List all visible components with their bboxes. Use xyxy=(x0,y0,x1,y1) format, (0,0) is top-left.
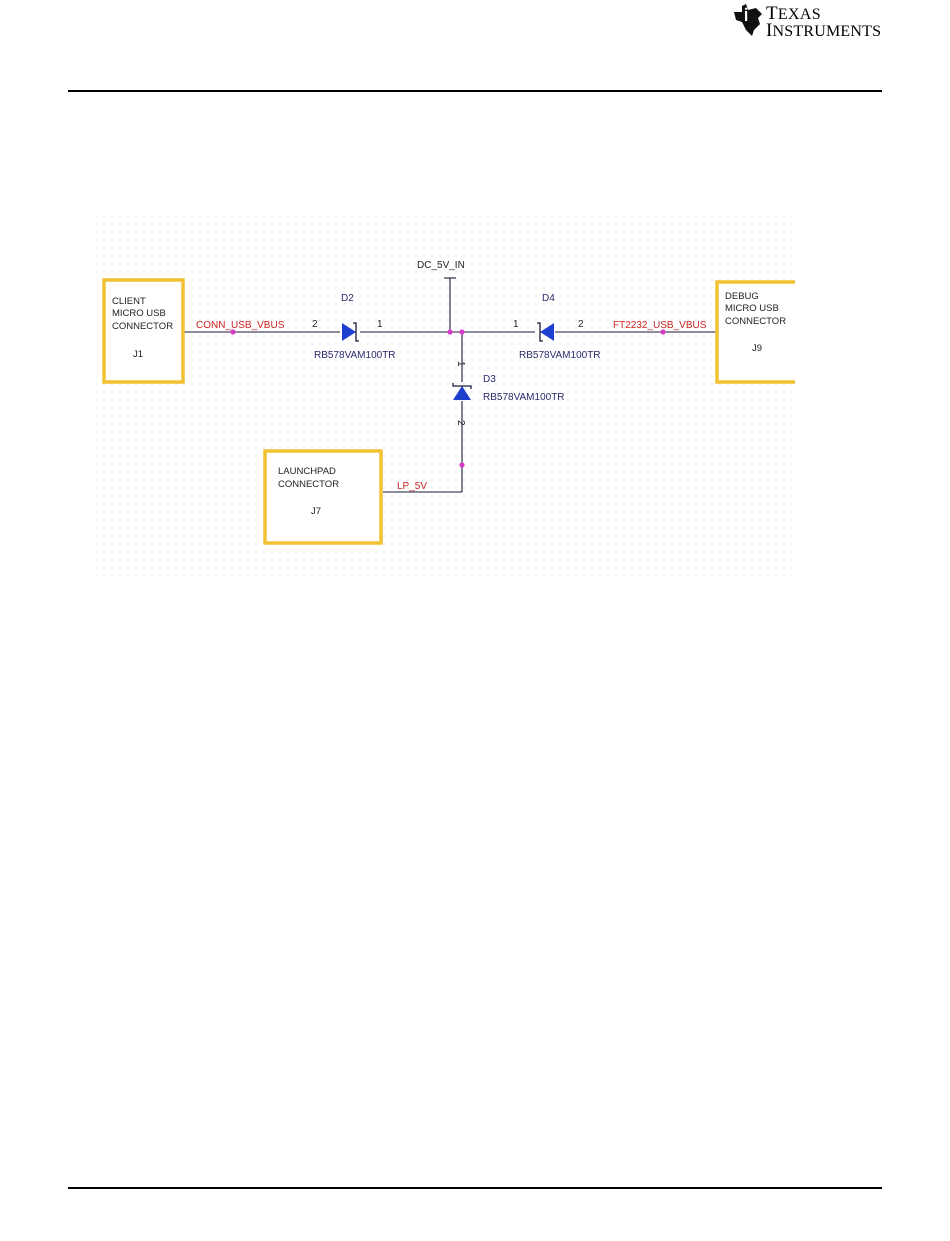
j9-label-line-2: MICRO USB xyxy=(725,303,779,314)
logo-line-1: TEXAS xyxy=(766,6,881,23)
d2-pin-cathode: 1 xyxy=(377,319,383,330)
d4-pin-anode: 2 xyxy=(578,319,584,330)
logo-line-2: INSTRUMENTS xyxy=(766,23,881,40)
j9-label-line-1: DEBUG xyxy=(725,291,759,302)
d2-pin-anode: 2 xyxy=(312,319,318,330)
junction-node-d3 xyxy=(459,329,464,334)
d3-pin-cathode: 1 xyxy=(455,361,466,367)
j9-label-line-3: CONNECTOR xyxy=(725,316,786,327)
connector-box-j7 xyxy=(265,451,381,543)
net-label-ft2232-usb-vbus: FT2232_USB_VBUS xyxy=(613,320,707,331)
d2-part: RB578VAM100TR xyxy=(314,350,396,361)
j7-label-line-1: LAUNCHPAD xyxy=(278,466,336,477)
j1-ref: J1 xyxy=(133,349,143,360)
j7-label-line-2: CONNECTOR xyxy=(278,479,339,490)
j1-label-line-2: MICRO USB xyxy=(112,308,166,319)
footer-rule xyxy=(68,1187,882,1189)
junction-dc-in xyxy=(447,329,452,334)
net-label-conn-usb-vbus: CONN_USB_VBUS xyxy=(196,320,285,331)
d4-pin-cathode: 1 xyxy=(513,319,519,330)
j1-label-line-1: CLIENT xyxy=(112,296,146,307)
d3-part: RB578VAM100TR xyxy=(483,392,565,403)
d4-ref: D4 xyxy=(542,293,555,304)
junction-lp-5v xyxy=(459,462,464,467)
d3-pin-anode: 2 xyxy=(455,420,466,426)
header-rule xyxy=(68,90,882,92)
d4-part: RB578VAM100TR xyxy=(519,350,601,361)
net-label-lp-5v: LP_5V xyxy=(397,481,427,492)
j1-label-line-3: CONNECTOR xyxy=(112,321,173,332)
net-label-dc-5v-in: DC_5V_IN xyxy=(417,260,465,271)
j9-ref: J9 xyxy=(752,343,762,354)
j7-ref: J7 xyxy=(311,506,321,517)
power-path-schematic: CLIENT MICRO USB CONNECTOR J1 DEBUG MICR… xyxy=(95,215,795,580)
d3-ref: D3 xyxy=(483,374,496,385)
ti-logo-wordmark: TEXAS INSTRUMENTS xyxy=(766,6,881,40)
d2-ref: D2 xyxy=(341,293,354,304)
